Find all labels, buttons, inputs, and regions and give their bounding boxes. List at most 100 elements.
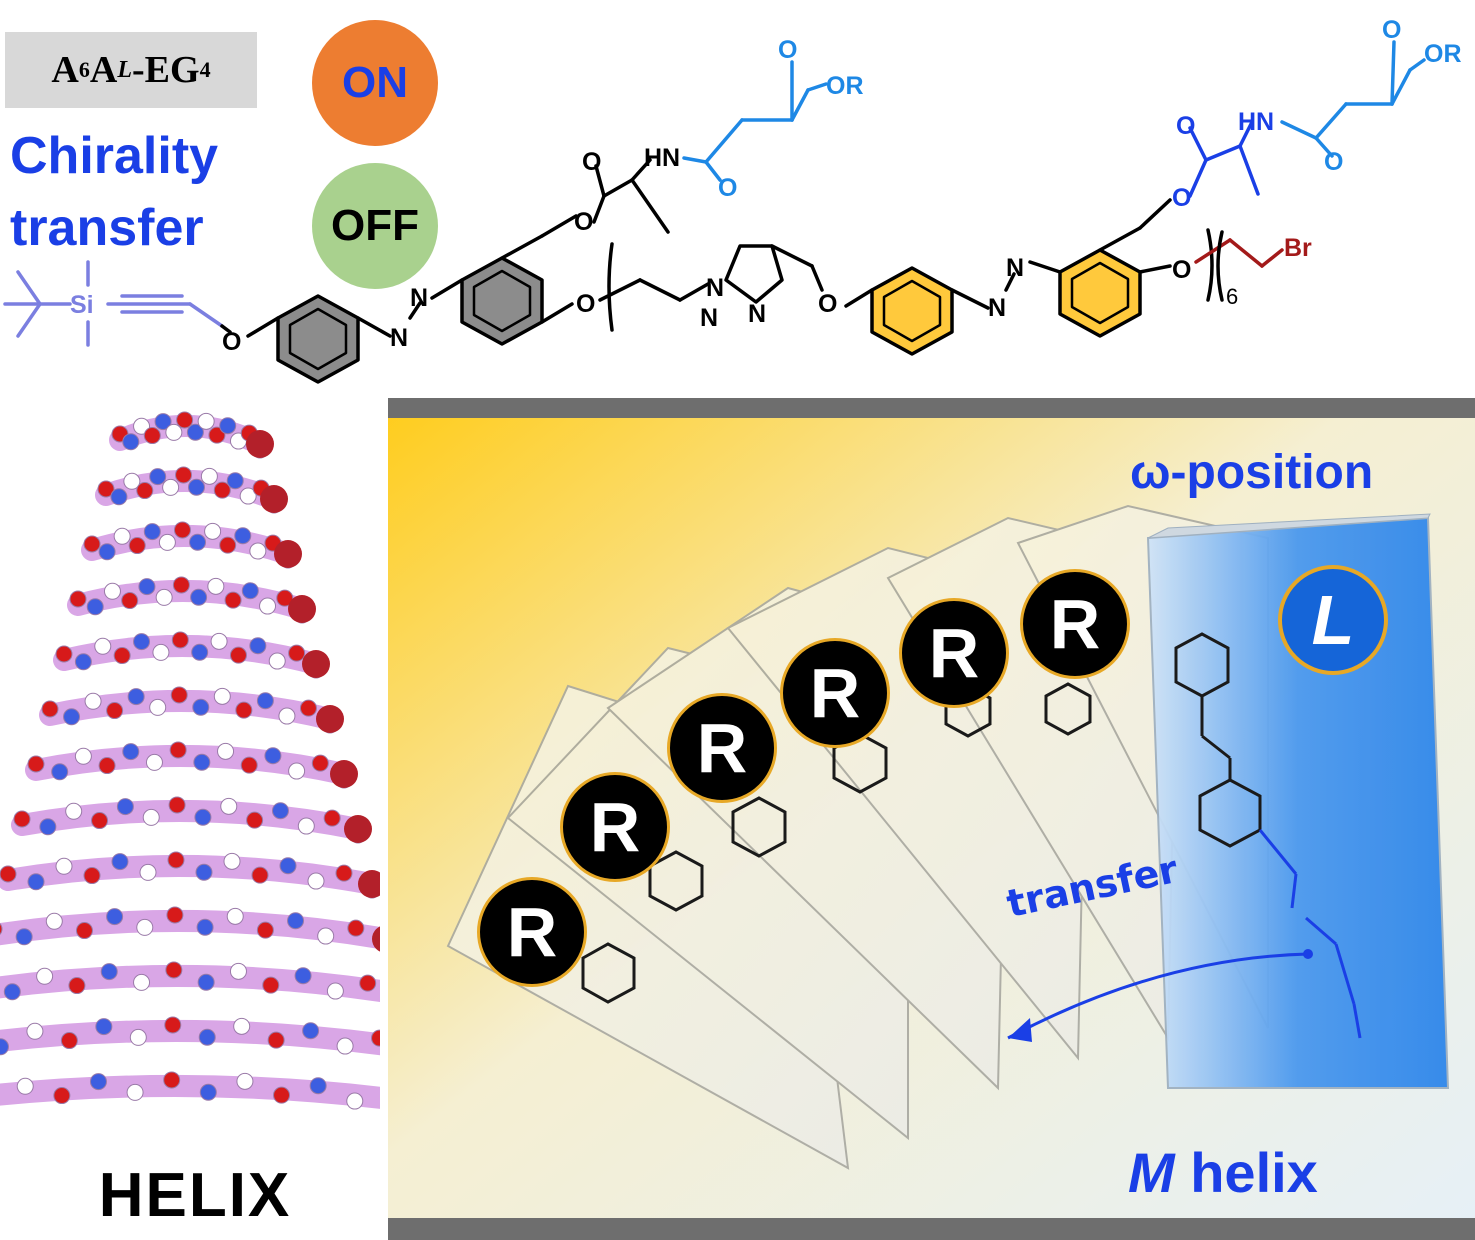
helix-rung — [25, 744, 355, 785]
helix-rung — [39, 689, 341, 730]
helix-atom — [226, 907, 244, 925]
helix-atom — [111, 853, 129, 871]
helix-atom — [259, 597, 277, 615]
helix-atom — [121, 592, 139, 610]
helix-atom — [336, 1037, 354, 1055]
helix-atom — [256, 692, 274, 710]
helix-atom — [234, 527, 252, 545]
r-badge-6: R — [1020, 569, 1130, 679]
helix-atom — [133, 633, 151, 651]
helix-atom — [172, 576, 190, 594]
helix-atom — [335, 864, 353, 882]
helix-atom — [84, 692, 102, 710]
helix-end-atom — [330, 760, 358, 788]
helix-atom — [55, 857, 73, 875]
helix-atom — [278, 707, 296, 725]
helix-atom — [192, 698, 210, 716]
helix-atom — [173, 521, 191, 539]
helix-atom — [126, 1083, 144, 1101]
helix-atom — [143, 427, 161, 445]
helix-atom — [27, 873, 45, 891]
helix-atom — [317, 927, 335, 945]
helix-atom — [288, 644, 306, 662]
o-atom-1: O — [222, 328, 241, 356]
helix-rung — [0, 854, 380, 895]
helix-atom — [249, 637, 267, 655]
r-badge-5: R — [899, 598, 1009, 708]
helix-atom — [273, 1086, 291, 1104]
helix-atom — [226, 472, 244, 490]
helix-atom — [63, 708, 81, 726]
helix-atom — [294, 967, 312, 985]
o-atom-10: O — [778, 36, 797, 64]
hn-atom-2: HN — [1238, 108, 1274, 136]
on-label: ON — [342, 58, 408, 107]
helix-end-atom — [274, 540, 302, 568]
helix-atom — [271, 802, 289, 820]
helix-atom — [323, 809, 341, 827]
helix-atom — [371, 1029, 380, 1047]
helix-atom — [113, 647, 131, 665]
helix-atom — [122, 433, 140, 451]
off-toggle[interactable]: OFF — [312, 163, 438, 289]
helix-atom — [83, 535, 101, 553]
helix-atom — [264, 747, 282, 765]
helix-atom — [288, 762, 306, 780]
compound-label-box — [5, 32, 257, 108]
helix-atom — [53, 1087, 71, 1105]
helix-atom — [189, 533, 207, 551]
title-line-1: Chirality — [10, 127, 219, 185]
helix-atom — [167, 851, 185, 869]
helix-atom — [123, 472, 141, 490]
m-helix-label: M helix — [1128, 1141, 1318, 1204]
o-atom-7: O — [1172, 184, 1191, 212]
helix-atom — [170, 686, 188, 704]
or-group-1: OR — [826, 72, 864, 100]
or-group-2: OR — [1424, 40, 1462, 68]
helix-atom — [196, 918, 214, 936]
helix-atom — [149, 468, 167, 486]
helix-atom — [241, 582, 259, 600]
helix-atom — [309, 1077, 327, 1095]
helix-atom — [133, 417, 151, 435]
n-atom-7: N — [1006, 254, 1024, 282]
helix-atom — [106, 908, 124, 926]
helix-end-atom — [246, 430, 274, 458]
helix-atom — [229, 962, 247, 980]
n-atom-2: N — [410, 284, 428, 312]
helix-atom — [307, 872, 325, 890]
hn-atom-1: HN — [644, 144, 680, 172]
helix-atom — [249, 542, 267, 560]
helix-atom — [155, 588, 173, 606]
helix-atom — [0, 922, 3, 936]
r-badge-1: R — [477, 877, 587, 987]
helix-end-atom — [316, 705, 344, 733]
helix-atom — [219, 536, 237, 554]
helix-atom — [152, 643, 170, 661]
helix-atom — [187, 478, 205, 496]
helix-atom — [127, 688, 145, 706]
helix-atom — [158, 533, 176, 551]
helix-end-atom — [358, 870, 380, 898]
helix-atom — [89, 1073, 107, 1091]
helix-atom — [326, 982, 344, 1000]
helix-atom — [139, 863, 157, 881]
helix-atom — [194, 808, 212, 826]
r-badge-4: R — [780, 638, 890, 748]
helix-atom — [83, 867, 101, 885]
helix-atom — [198, 1028, 216, 1046]
on-toggle[interactable]: ON — [312, 20, 438, 146]
si-atom: Si — [70, 291, 94, 319]
helix-label: HELIX — [98, 1161, 292, 1230]
helix-atom — [169, 741, 187, 759]
helix-atom — [207, 577, 225, 595]
helix-atom — [55, 645, 73, 663]
helix-atom — [190, 588, 208, 606]
helix-atom — [113, 527, 131, 545]
helix-atom — [138, 578, 156, 596]
helix-atom — [213, 481, 231, 499]
helix-atom — [162, 478, 180, 496]
helix-atom — [0, 1038, 9, 1056]
helix-end-atom — [344, 815, 372, 843]
o-atom-11: O — [1324, 148, 1343, 176]
